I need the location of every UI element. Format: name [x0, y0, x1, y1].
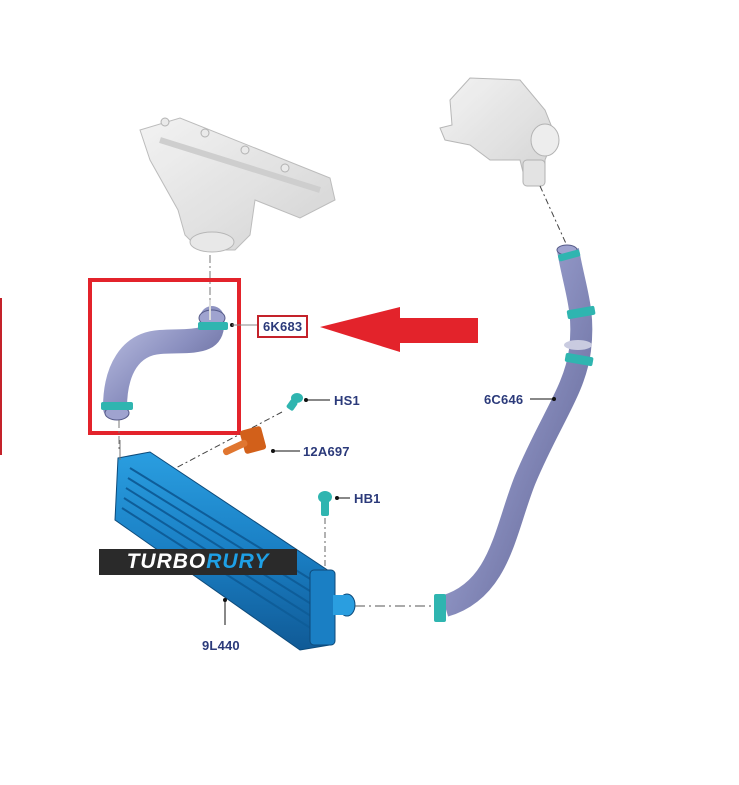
turbocharger-icon: [439, 77, 560, 187]
bolt-hb1-icon: [318, 491, 332, 516]
logo-text-turbo: TURBO: [126, 550, 207, 573]
part-label-9l440: 9L440: [202, 638, 240, 653]
part-label-hb1: HB1: [354, 491, 381, 506]
highlight-box: [88, 278, 241, 435]
hose-6k683-icon: [101, 306, 228, 421]
part-label-6k683: 6K683: [257, 315, 309, 338]
sensor-12a697-icon: [222, 426, 267, 456]
logo-text-rury: RURY: [206, 550, 270, 573]
part-label-12a697: 12A697: [303, 444, 350, 459]
hose-6c646-icon: [434, 244, 596, 622]
part-label-6c646: 6C646: [484, 392, 524, 407]
exhaust-manifold-icon: [139, 117, 336, 253]
bolt-hs1-icon: [286, 393, 303, 411]
part-label-hs1: HS1: [334, 393, 360, 408]
red-arrow-icon: [320, 307, 478, 352]
